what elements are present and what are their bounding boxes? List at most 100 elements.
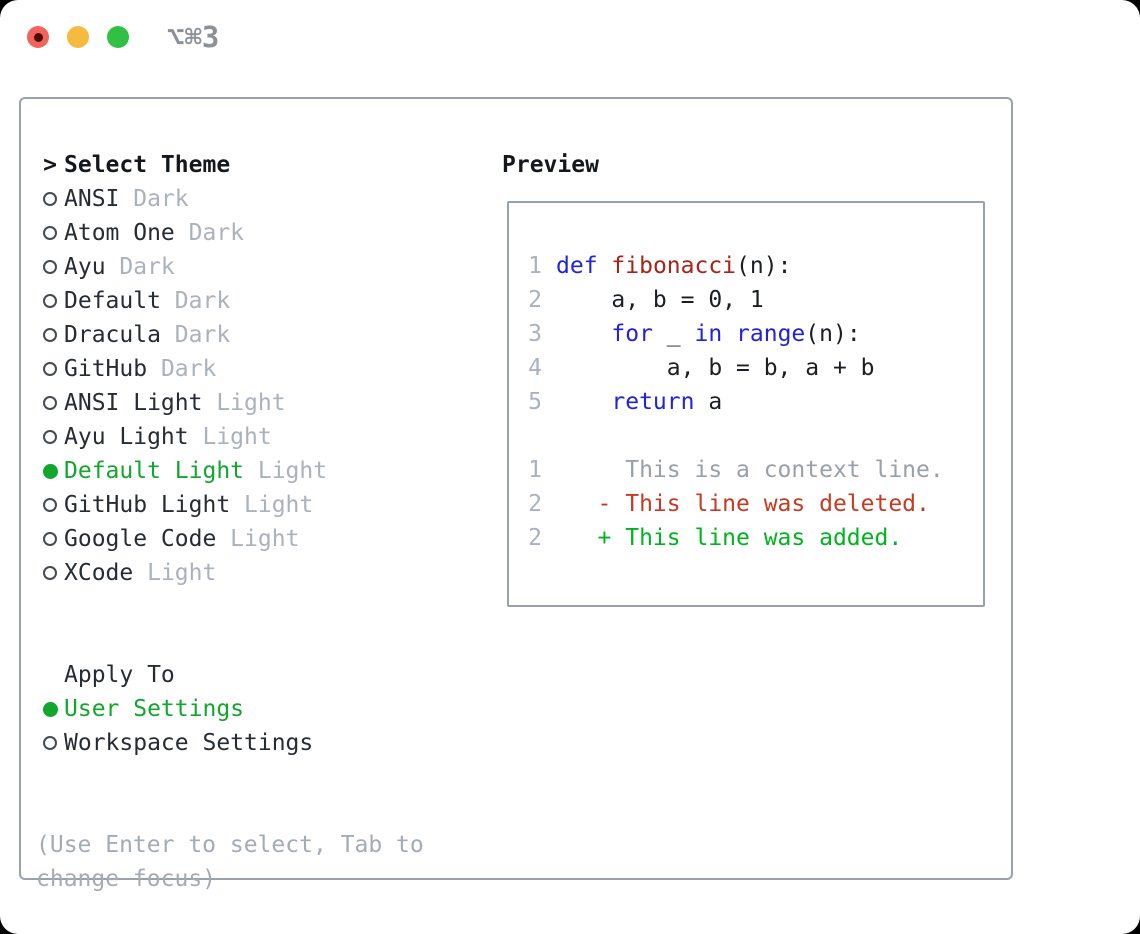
theme-option[interactable]: XCode Light bbox=[36, 556, 424, 590]
theme-option[interactable]: Ayu Dark bbox=[36, 250, 424, 284]
code-line bbox=[528, 419, 944, 453]
option-label: ANSI Dark bbox=[64, 182, 189, 216]
theme-option[interactable]: ANSI Light Light bbox=[36, 386, 424, 420]
theme-options-list: ANSI DarkAtom One DarkAyu DarkDefault Da… bbox=[36, 182, 424, 590]
option-name: Google Code bbox=[64, 526, 216, 552]
option-variant: Light bbox=[133, 560, 216, 586]
code-preview: 1def fibonacci(n):2 a, b = 0, 13 for _ i… bbox=[528, 249, 944, 555]
line-number: 1 bbox=[528, 453, 542, 487]
option-label: Google Code Light bbox=[64, 522, 299, 556]
keyword-token: range bbox=[736, 317, 805, 351]
context-token: This is a context line. bbox=[556, 453, 944, 487]
radio-circle bbox=[43, 430, 57, 444]
apply-to-options-list: User SettingsWorkspace Settings bbox=[36, 692, 424, 760]
theme-option[interactable]: ANSI Dark bbox=[36, 182, 424, 216]
deleted-token: - This line was deleted. bbox=[556, 487, 930, 521]
code-line: 1 This is a context line. bbox=[528, 453, 944, 487]
apply-to-title-row: Apply To bbox=[36, 658, 424, 692]
keyword-token: for bbox=[611, 317, 653, 351]
option-variant: Light bbox=[202, 390, 285, 416]
radio-icon bbox=[36, 566, 64, 580]
radio-icon bbox=[36, 736, 64, 750]
radio-selected-icon bbox=[36, 464, 64, 479]
option-variant: Light bbox=[244, 458, 327, 484]
theme-option[interactable]: Ayu Light Light bbox=[36, 420, 424, 454]
option-name: Default Light bbox=[64, 458, 244, 484]
option-name: XCode bbox=[64, 560, 133, 586]
radio-circle bbox=[43, 498, 57, 512]
option-name: Default bbox=[64, 288, 161, 314]
option-name: Ayu Light bbox=[64, 424, 189, 450]
option-label: User Settings bbox=[64, 692, 244, 726]
option-variant: Light bbox=[189, 424, 272, 450]
radio-icon bbox=[36, 226, 64, 240]
option-label: GitHub Light Light bbox=[64, 488, 313, 522]
code-token: a bbox=[694, 385, 722, 419]
radio-circle bbox=[43, 294, 57, 308]
option-label: Atom One Dark bbox=[64, 216, 244, 250]
option-label: Default Light Light bbox=[64, 454, 327, 488]
option-label: GitHub Dark bbox=[64, 352, 216, 386]
spacer bbox=[36, 794, 424, 828]
radio-circle bbox=[43, 362, 57, 376]
option-variant: Dark bbox=[119, 186, 188, 212]
radio-circle bbox=[43, 566, 57, 580]
option-name: ANSI Light bbox=[64, 390, 202, 416]
line-number: 1 bbox=[528, 249, 542, 283]
radio-circle bbox=[43, 396, 57, 410]
option-variant: Dark bbox=[161, 288, 230, 314]
code-token: (n): bbox=[736, 249, 791, 283]
keyword-token: in bbox=[694, 317, 722, 351]
radio-selected-icon bbox=[36, 702, 64, 717]
theme-option[interactable]: Dracula Dark bbox=[36, 318, 424, 352]
dialog-title: Select Theme bbox=[64, 148, 230, 182]
theme-option[interactable]: Atom One Dark bbox=[36, 216, 424, 250]
option-label: ANSI Light Light bbox=[64, 386, 286, 420]
apply-to-title: Apply To bbox=[64, 658, 175, 692]
radio-circle bbox=[43, 226, 57, 240]
code-token bbox=[556, 317, 611, 351]
option-label: Default Dark bbox=[64, 284, 230, 318]
option-name: Workspace Settings bbox=[64, 730, 313, 756]
theme-option[interactable]: Default Light Light bbox=[36, 454, 424, 488]
option-variant: Dark bbox=[106, 254, 175, 280]
code-line: 5 return a bbox=[528, 385, 944, 419]
theme-option[interactable]: GitHub Dark bbox=[36, 352, 424, 386]
code-token bbox=[598, 249, 612, 283]
theme-option[interactable]: Default Dark bbox=[36, 284, 424, 318]
code-line: 1def fibonacci(n): bbox=[528, 249, 944, 283]
close-button[interactable] bbox=[27, 26, 49, 48]
apply-to-option[interactable]: Workspace Settings bbox=[36, 726, 424, 760]
radio-icon bbox=[36, 430, 64, 444]
option-variant: Light bbox=[216, 526, 299, 552]
radio-icon bbox=[36, 362, 64, 376]
option-label: Ayu Light Light bbox=[64, 420, 272, 454]
preview-pane: 1def fibonacci(n):2 a, b = 0, 13 for _ i… bbox=[507, 201, 985, 607]
preview-title: Preview bbox=[502, 148, 599, 182]
radio-circle bbox=[43, 260, 57, 274]
option-name: GitHub bbox=[64, 356, 147, 382]
theme-option[interactable]: Google Code Light bbox=[36, 522, 424, 556]
radio-icon bbox=[36, 294, 64, 308]
maximize-button[interactable] bbox=[107, 26, 129, 48]
radio-icon bbox=[36, 498, 64, 512]
line-number: 2 bbox=[528, 521, 542, 555]
spacer bbox=[36, 590, 424, 624]
keyboard-shortcut-label: ⌥⌘3 bbox=[167, 20, 219, 54]
keyword-token: def bbox=[556, 249, 598, 283]
hint-text: (Use Enter to select, Tab tochange focus… bbox=[36, 828, 424, 896]
option-label: Dracula Dark bbox=[64, 318, 230, 352]
minimize-button[interactable] bbox=[67, 26, 89, 48]
radio-circle bbox=[43, 464, 58, 479]
code-token: a, b = b, a + b bbox=[556, 351, 875, 385]
spacer bbox=[36, 624, 424, 658]
line-number: 5 bbox=[528, 385, 542, 419]
hint-line: change focus) bbox=[36, 862, 424, 896]
apply-to-option[interactable]: User Settings bbox=[36, 692, 424, 726]
line-number: 2 bbox=[528, 283, 542, 317]
radio-icon bbox=[36, 260, 64, 274]
radio-circle bbox=[43, 702, 58, 717]
line-number: 4 bbox=[528, 351, 542, 385]
radio-icon bbox=[36, 192, 64, 206]
theme-option[interactable]: GitHub Light Light bbox=[36, 488, 424, 522]
